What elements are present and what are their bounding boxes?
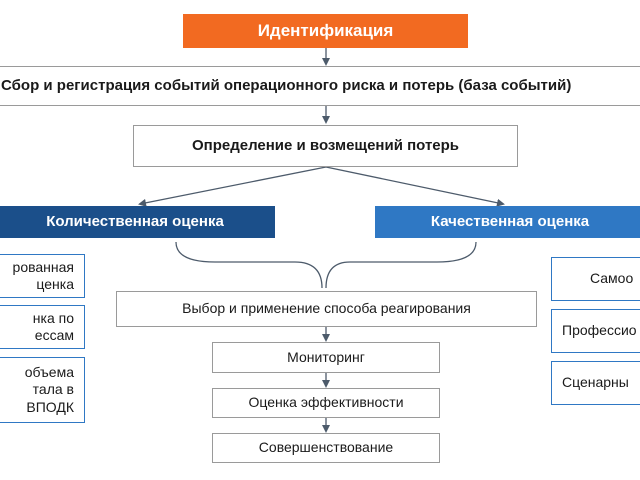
- identification-box: Идентификация: [183, 14, 468, 48]
- right-item-2: Профессио: [551, 309, 640, 353]
- qualitative-box: Качественная оценка: [375, 206, 640, 238]
- merge-brace: [175, 241, 477, 289]
- left-item-2: нка по ессам: [0, 305, 85, 349]
- quantitative-box: Количественная оценка: [0, 206, 275, 238]
- response-box: Выбор и применение способа реагирования: [116, 291, 537, 327]
- collection-box: Сбор и регистрация событий операционного…: [0, 66, 640, 106]
- efficiency-box: Оценка эффективности: [212, 388, 440, 418]
- monitoring-box: Мониторинг: [212, 342, 440, 373]
- left-item-3: объема тала в ВПОДК: [0, 357, 85, 423]
- arrow-to-quantitative: [138, 166, 327, 207]
- right-item-3: Сценарны: [551, 361, 640, 405]
- improvement-box: Совершенствование: [212, 433, 440, 463]
- determination-box: Определение и возмещений потерь: [133, 125, 518, 167]
- right-item-1: Самоо: [551, 257, 640, 301]
- arrow-to-qualitative: [325, 166, 505, 207]
- left-item-1: рованная ценка: [0, 254, 85, 298]
